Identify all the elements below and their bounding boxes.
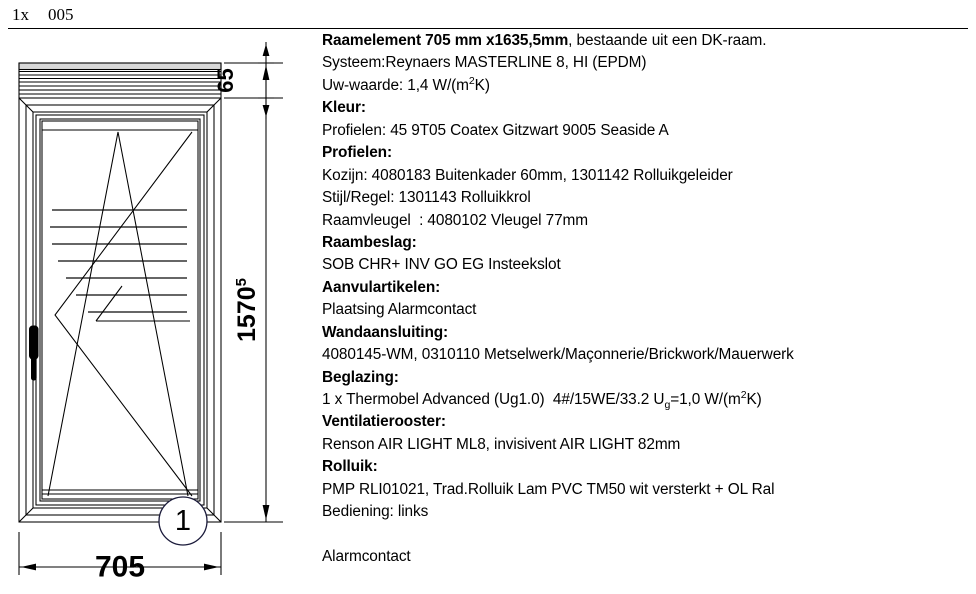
outer-frame (18, 97, 222, 523)
spec-line-heading-ventilatie: Ventilatierooster: (322, 413, 446, 431)
roller-shutter-slats (50, 209, 187, 313)
window-handle (29, 325, 39, 381)
technical-drawing-panel: 1 65 15705 (0, 30, 320, 594)
spec-line-heading-aanvul: Aanvulartikelen: (322, 278, 441, 296)
spec-line-title: Raamelement 705 mm x1635,5mm, bestaande … (322, 32, 767, 49)
spec-line-alarmcontact: Alarmcontact (322, 548, 411, 566)
header-bar: 1x 005 (0, 0, 976, 30)
window-sash (35, 114, 205, 506)
window-elevation-drawing: 1 65 15705 (18, 42, 283, 584)
roller-shutter-box (18, 62, 222, 99)
header-position-number: 005 (48, 5, 74, 24)
spec-line-heading-wand: Wandaansluiting: (322, 323, 449, 341)
balloon-marker-label: 1 (175, 505, 191, 537)
spec-line-kozijn: Kozijn: 4080183 Buitenkader 60mm, 130114… (322, 166, 733, 184)
spec-line-rolluik-detail: PMP RLI01021, Trad.Rolluik Lam PVC TM50 … (322, 480, 775, 498)
dimension-width (18, 532, 222, 575)
spec-line-uw-value: Uw-waarde: 1,4 W/(m2K) (322, 74, 490, 94)
spec-line-bediening: Bediening: links (322, 503, 429, 521)
balloon-marker-1 (158, 496, 208, 546)
dimension-total-height (224, 62, 283, 523)
spec-line-beglazing-detail: 1 x Thermobel Advanced (Ug1.0) 4#/15WE/3… (322, 388, 762, 412)
spec-line-heading-rolluik: Rolluik: (322, 458, 378, 476)
specification-text-panel: Raamelement 705 mm x1635,5mm, bestaande … (322, 30, 976, 594)
spec-line-spacer-1 (322, 524, 976, 546)
dimension-label-total-height: 15705 (233, 278, 261, 342)
spec-line-system: Systeem:Reynaers MASTERLINE 8, HI (EPDM) (322, 54, 647, 72)
spec-line-ventilatie-detail: Renson AIR LIGHT ML8, invisivent AIR LIG… (322, 435, 681, 453)
dimension-label-width: 705 (95, 551, 145, 584)
roller-shutter-edge (95, 285, 190, 322)
spec-line-stijl-regel: Stijl/Regel: 1301143 Rolluikkrol (322, 189, 531, 207)
spec-line-kleur-profielen: Profielen: 45 9T05 Coatex Gitzwart 9005 … (322, 121, 669, 139)
spec-line-wand-detail: 4080145-WM, 0310110 Metselwerk/Maçonneri… (322, 346, 794, 364)
spec-line-heading-raambeslag: Raambeslag: (322, 233, 417, 251)
tilt-turn-opening-symbol (47, 131, 193, 497)
spec-line-raamvleugel: Raamvleugel : 4080102 Vleugel 77mm (322, 211, 589, 229)
spec-line-heading-profielen: Profielen: (322, 144, 392, 162)
header-divider (8, 28, 968, 29)
dimension-label-shutter-box: 65 (213, 68, 238, 92)
spec-line-heading-beglazing: Beglazing: (322, 368, 399, 386)
header-quantity: 1x (12, 5, 29, 24)
spec-line-heading-kleur: Kleur: (322, 99, 366, 117)
spec-line-aanvul-detail: Plaatsing Alarmcontact (322, 301, 477, 319)
spec-line-beslag-detail: SOB CHR+ INV GO EG Insteekslot (322, 256, 561, 274)
